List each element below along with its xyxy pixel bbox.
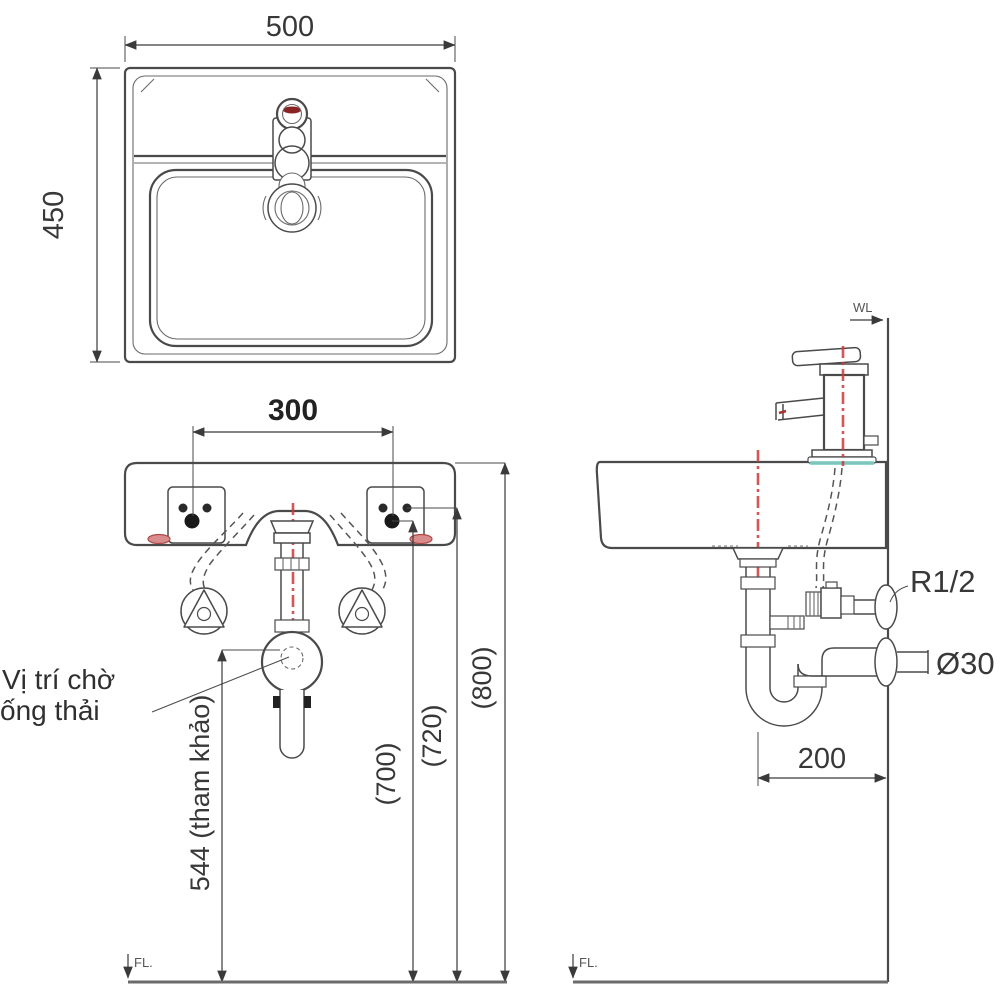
supply-hose-side2 <box>822 467 843 589</box>
water-line-marker: WL <box>850 300 884 325</box>
valve-center-left <box>196 606 212 622</box>
supply-valve-top-stub <box>825 581 838 589</box>
pipe-tab-left <box>273 696 280 708</box>
supply-side: R1/2 <box>805 467 975 630</box>
trap-union-nut <box>793 675 827 688</box>
basin-side-profile <box>595 460 888 550</box>
union-nut-upper <box>274 557 310 571</box>
dim-700-label: (700) <box>371 742 401 805</box>
supply-wall-flange <box>874 584 898 630</box>
drain-front <box>260 520 324 759</box>
supply-valve-body <box>820 587 842 619</box>
dim-700: (700) <box>371 520 418 983</box>
hose-left2 <box>202 514 255 592</box>
trap-horizontal-pipe <box>797 647 884 677</box>
waste-outlet-position <box>280 646 304 670</box>
trap-u-outer <box>745 687 823 727</box>
drain-flange-side <box>731 547 785 560</box>
drain-flange-arcs <box>262 195 322 221</box>
bolt-large-left <box>184 513 200 529</box>
dim-500: 500 <box>124 11 456 62</box>
dim-450: 450 <box>38 67 120 363</box>
bolt-small <box>178 503 188 513</box>
faucet-handle-inner <box>281 103 303 125</box>
side-view: WL R1/2 <box>568 300 995 984</box>
bolt-small <box>202 503 212 513</box>
fl-label-side: FL. <box>579 955 598 970</box>
wl-label: WL <box>853 300 873 315</box>
bolt-small <box>378 503 388 513</box>
dim-544: 544 (tham khảo) <box>185 649 280 983</box>
hose-right2 <box>329 514 376 591</box>
note-line2: ống thải <box>0 695 100 726</box>
faucet-side-view <box>775 346 879 466</box>
drain-slot <box>280 191 304 225</box>
front-view: Vị trí chờ ống thải 300 (800) (720) (700… <box>0 394 510 984</box>
hose-right <box>340 512 387 590</box>
pipe-tab-right <box>304 696 311 708</box>
dim-800-label: (800) <box>467 646 497 709</box>
dim-800: (800) <box>455 462 510 983</box>
dim-450-extensions <box>90 67 120 363</box>
dim-300: 300 <box>192 394 394 516</box>
drain-flange-band-side <box>739 558 777 568</box>
drain-flange <box>269 520 315 534</box>
floor-front: FL. <box>123 954 507 984</box>
union-nut-lower <box>274 619 310 633</box>
overflow-branch <box>769 615 805 630</box>
valve-center-right <box>354 606 370 622</box>
trap-down-pipe <box>279 690 305 759</box>
supply-nut2 <box>840 595 855 615</box>
drain-wall-flange <box>874 637 898 687</box>
r12-label: R1/2 <box>910 564 975 599</box>
union-nut-side-upper <box>740 576 776 590</box>
dim-300-label: 300 <box>268 394 318 427</box>
floor-side: FL. <box>568 954 888 984</box>
dim-200: 200 <box>757 732 887 786</box>
drain-mid <box>274 190 310 226</box>
fixing-slot-red-left <box>147 533 171 545</box>
faucet-lever <box>791 346 862 367</box>
drain-wall-stub <box>897 650 929 674</box>
dim-720-label: (720) <box>417 704 447 767</box>
faucet-side-stub <box>863 435 879 446</box>
nut-ridges <box>282 558 300 570</box>
trap-u-inner <box>769 687 799 703</box>
drain-flange-band <box>273 532 311 544</box>
supply-hoses-front <box>180 512 387 635</box>
hose-left <box>189 512 244 591</box>
dim-450-label: 450 <box>38 191 70 239</box>
r12-leader <box>889 585 909 603</box>
union-nut-side-lower <box>740 634 776 648</box>
branch-ridges <box>787 616 801 629</box>
fl-label-front: FL. <box>134 955 153 970</box>
trap-body <box>260 630 324 694</box>
dim-300-extensions <box>192 426 394 516</box>
supply-hose-side <box>815 467 836 589</box>
dim-720: (720) <box>407 507 462 983</box>
faucet-handle-cap <box>275 97 309 131</box>
supply-nut-ridges <box>809 592 819 616</box>
note-line1: Vị trí chờ <box>2 664 115 695</box>
spout-red-mark <box>778 409 787 415</box>
drain-note: Vị trí chờ ống thải <box>0 656 290 726</box>
note-leader <box>151 656 290 713</box>
faucet-top-view <box>262 97 322 233</box>
d30-label: Ø30 <box>936 646 995 681</box>
dim-544-label: 544 (tham khảo) <box>185 695 215 892</box>
rim-notch-left <box>140 78 155 93</box>
faucet-handle-red-mark <box>283 106 301 114</box>
dim-500-label: 500 <box>266 11 314 43</box>
dim-200-label: 200 <box>798 743 846 775</box>
top-view: 500 450 <box>38 11 457 364</box>
faucet-spout <box>775 397 825 421</box>
trap-side: Ø30 <box>731 547 995 727</box>
rim-notch-right <box>425 78 440 93</box>
tailpipe <box>280 543 304 628</box>
